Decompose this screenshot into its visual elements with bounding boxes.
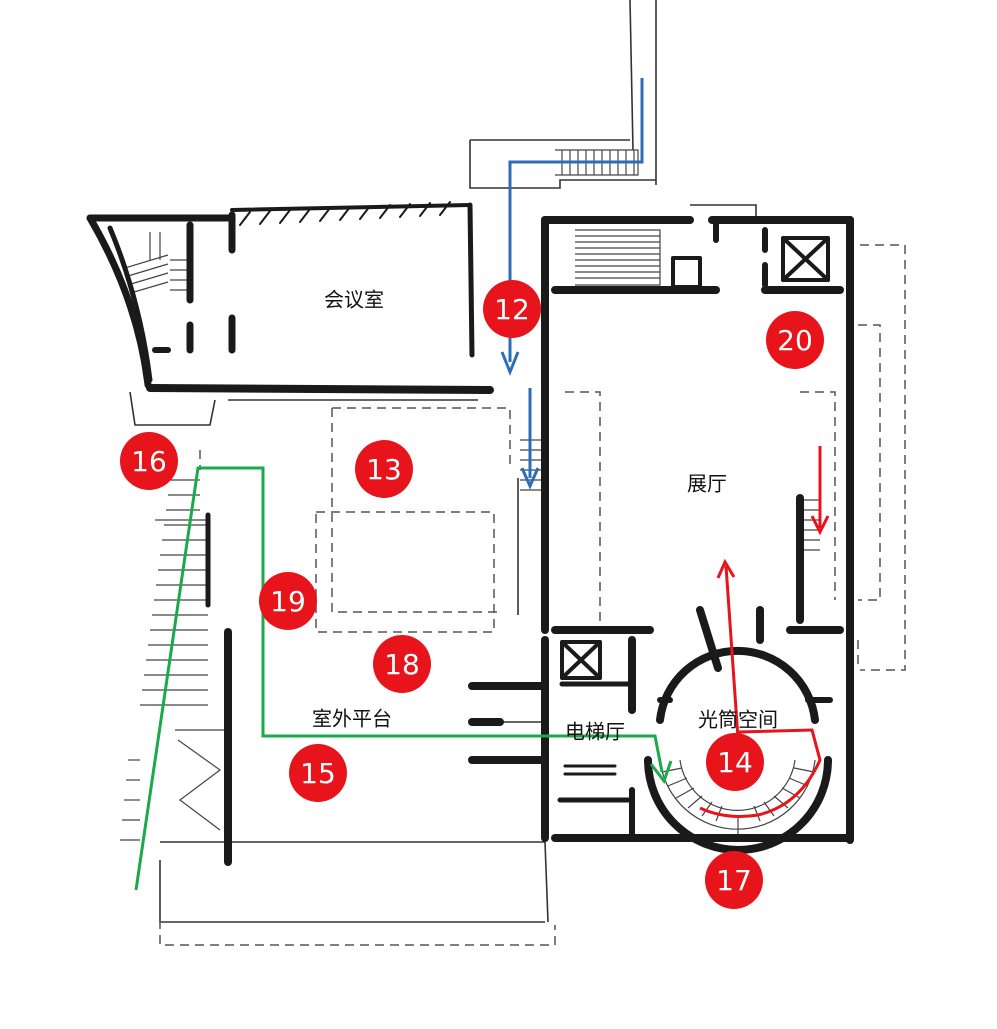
marker-17: 17 [705,851,763,909]
marker-20: 20 [766,311,824,369]
context-lines [129,0,757,923]
room-label-outdoor-terrace: 室外平台 [312,706,392,731]
marker-19: 19 [259,572,317,630]
marker-14: 14 [706,733,764,791]
room-label-exhibition-hall: 展厅 [687,471,727,496]
stairs [120,149,820,860]
marker-15: 15 [289,744,347,802]
room-label-elevator-hall: 电梯厅 [565,719,625,744]
marker-16: 16 [120,432,178,490]
dashed-outlines [159,244,906,946]
marker-12: 12 [483,280,541,338]
walls [86,201,854,866]
marker-18: 18 [373,635,431,693]
room-label-meeting-room: 会议室 [324,287,384,312]
marker-13: 13 [355,440,413,498]
room-label-light-tube-space: 光筒空间 [698,707,778,732]
